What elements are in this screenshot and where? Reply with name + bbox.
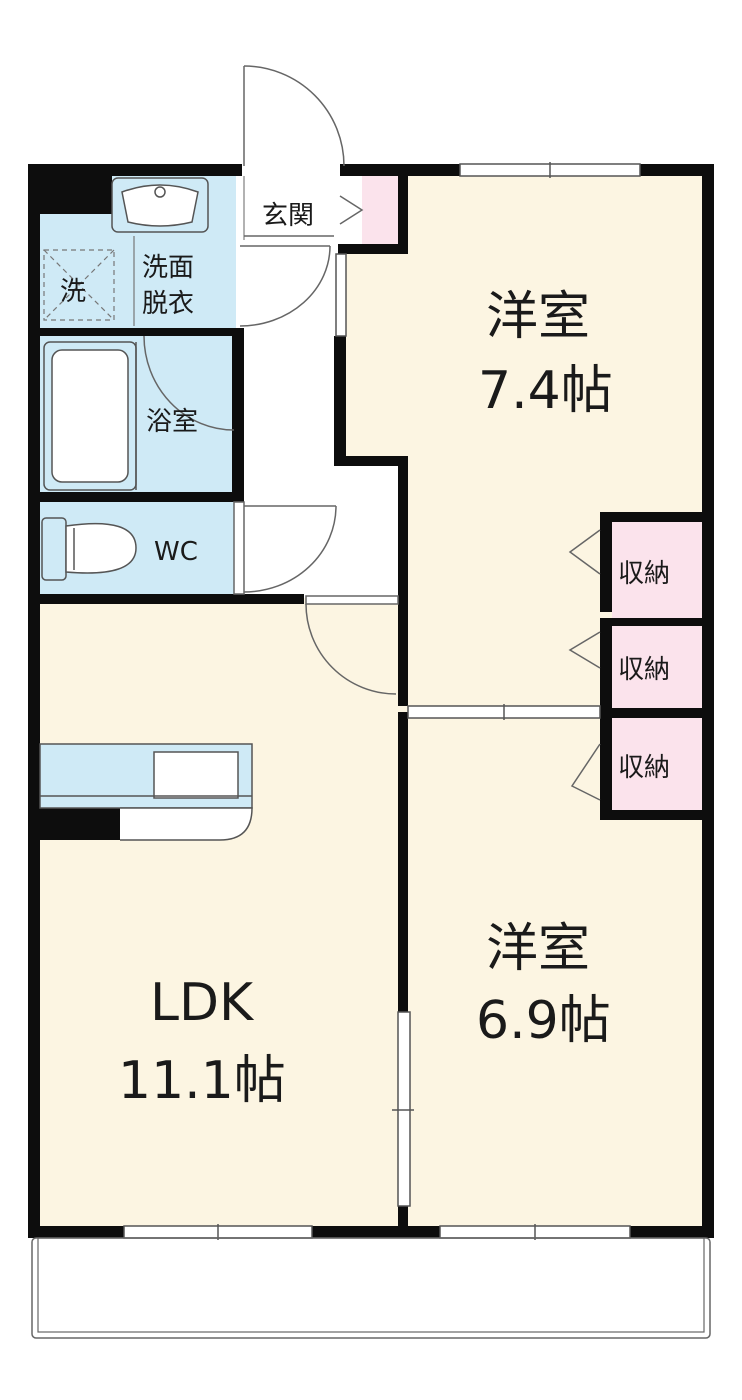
- closet1-label: 収納: [618, 559, 670, 589]
- washroom-label-line2: 脱衣: [142, 289, 194, 319]
- interior-walls: [36, 170, 708, 1236]
- closet2-floor: [612, 626, 704, 708]
- closet3-floor: [612, 718, 704, 810]
- closet2-label: 収納: [618, 655, 670, 685]
- closet-door-marks: [339, 195, 601, 801]
- room2-size: 6.9帖: [476, 991, 611, 1051]
- entrance-storage: [362, 176, 398, 244]
- washroom-label-line1: 洗面: [142, 253, 194, 283]
- ldk-size: 11.1帖: [118, 1051, 286, 1111]
- entrance-label: 玄関: [262, 201, 314, 231]
- closet3-label: 収納: [618, 753, 670, 783]
- wc-label: WC: [154, 537, 198, 567]
- washbasin: [111, 177, 209, 233]
- room2-name: 洋室: [486, 919, 590, 979]
- toilet: [41, 517, 137, 581]
- front-door: [243, 65, 345, 240]
- outer-walls: [28, 164, 714, 1238]
- bath-label: 浴室: [146, 407, 198, 437]
- washer-label: 洗: [60, 277, 86, 307]
- washer-space: [43, 249, 115, 321]
- door-swings: [143, 235, 398, 695]
- bathtub: [43, 341, 137, 491]
- sliding-door-room1: [335, 253, 347, 337]
- closet1-floor: [612, 522, 704, 618]
- sliding-door-rooms: [407, 704, 601, 720]
- balcony: [31, 1237, 711, 1339]
- ldk-floor: [36, 598, 404, 1230]
- room1-size: 7.4帖: [478, 361, 613, 421]
- door-leaves: [233, 501, 399, 605]
- kitchen-counter: [39, 743, 253, 841]
- ldk-name: LDK: [150, 973, 255, 1033]
- room1-name: 洋室: [486, 287, 590, 347]
